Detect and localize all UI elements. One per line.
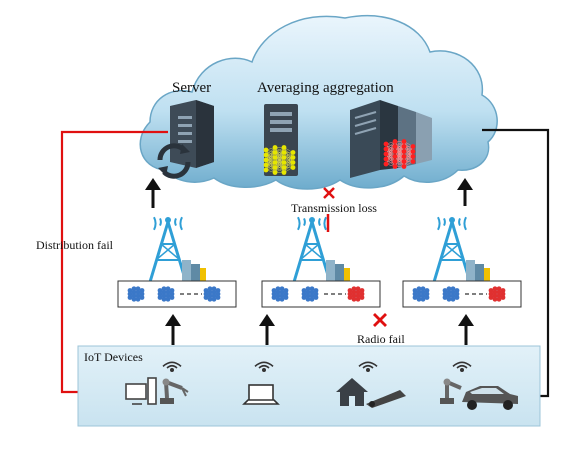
car-icon	[462, 386, 518, 410]
cell-tower-icon	[291, 216, 350, 284]
edge-server-box	[117, 280, 237, 308]
arrow-up-icon	[457, 178, 473, 206]
radio-fail-marker	[373, 313, 387, 327]
server-sync-icon	[157, 100, 214, 179]
neural-net-icon	[263, 145, 296, 175]
edge-server-box	[261, 280, 381, 308]
transmission-loss-label: Transmission loss	[291, 201, 377, 215]
transmission-loss-marker	[323, 187, 335, 232]
cell-tower-icon	[431, 216, 490, 284]
edge-server-box	[402, 280, 522, 308]
radio-fail-label: Radio fail	[357, 332, 405, 346]
neural-net-icon	[442, 286, 460, 302]
robot-arm-icon	[160, 378, 189, 404]
neural-net-icon	[412, 286, 430, 302]
arrow-up-icon	[165, 314, 181, 345]
antenna-icon	[162, 361, 182, 372]
neural-net-icon	[301, 286, 319, 302]
cell-tower-icon	[147, 216, 206, 284]
laptop-icon	[242, 384, 280, 405]
smart-home-icon	[336, 378, 406, 408]
aggregation-label: Averaging aggregation	[257, 80, 394, 96]
antenna-icon	[452, 361, 472, 372]
robot-arm-icon	[440, 378, 462, 404]
arrow-up-icon	[259, 314, 275, 345]
antenna-icon	[358, 361, 378, 372]
server-label: Server	[172, 80, 212, 96]
neural-net-icon	[271, 286, 289, 302]
iot-devices-panel	[77, 345, 541, 427]
pc-icon	[125, 377, 157, 405]
neural-net-icon	[127, 286, 145, 302]
iot-devices-label: IoT Devices	[84, 350, 143, 364]
neural-net-icon	[383, 139, 416, 169]
neural-net-icon	[157, 286, 175, 302]
antenna-icon	[254, 361, 274, 372]
arrow-up-icon	[145, 178, 161, 208]
neural-net-icon	[347, 286, 365, 302]
neural-net-icon	[203, 286, 221, 302]
distribution-fail-label: Distribution fail	[36, 238, 113, 252]
arrow-up-icon	[458, 314, 474, 345]
neural-net-icon	[488, 286, 506, 302]
